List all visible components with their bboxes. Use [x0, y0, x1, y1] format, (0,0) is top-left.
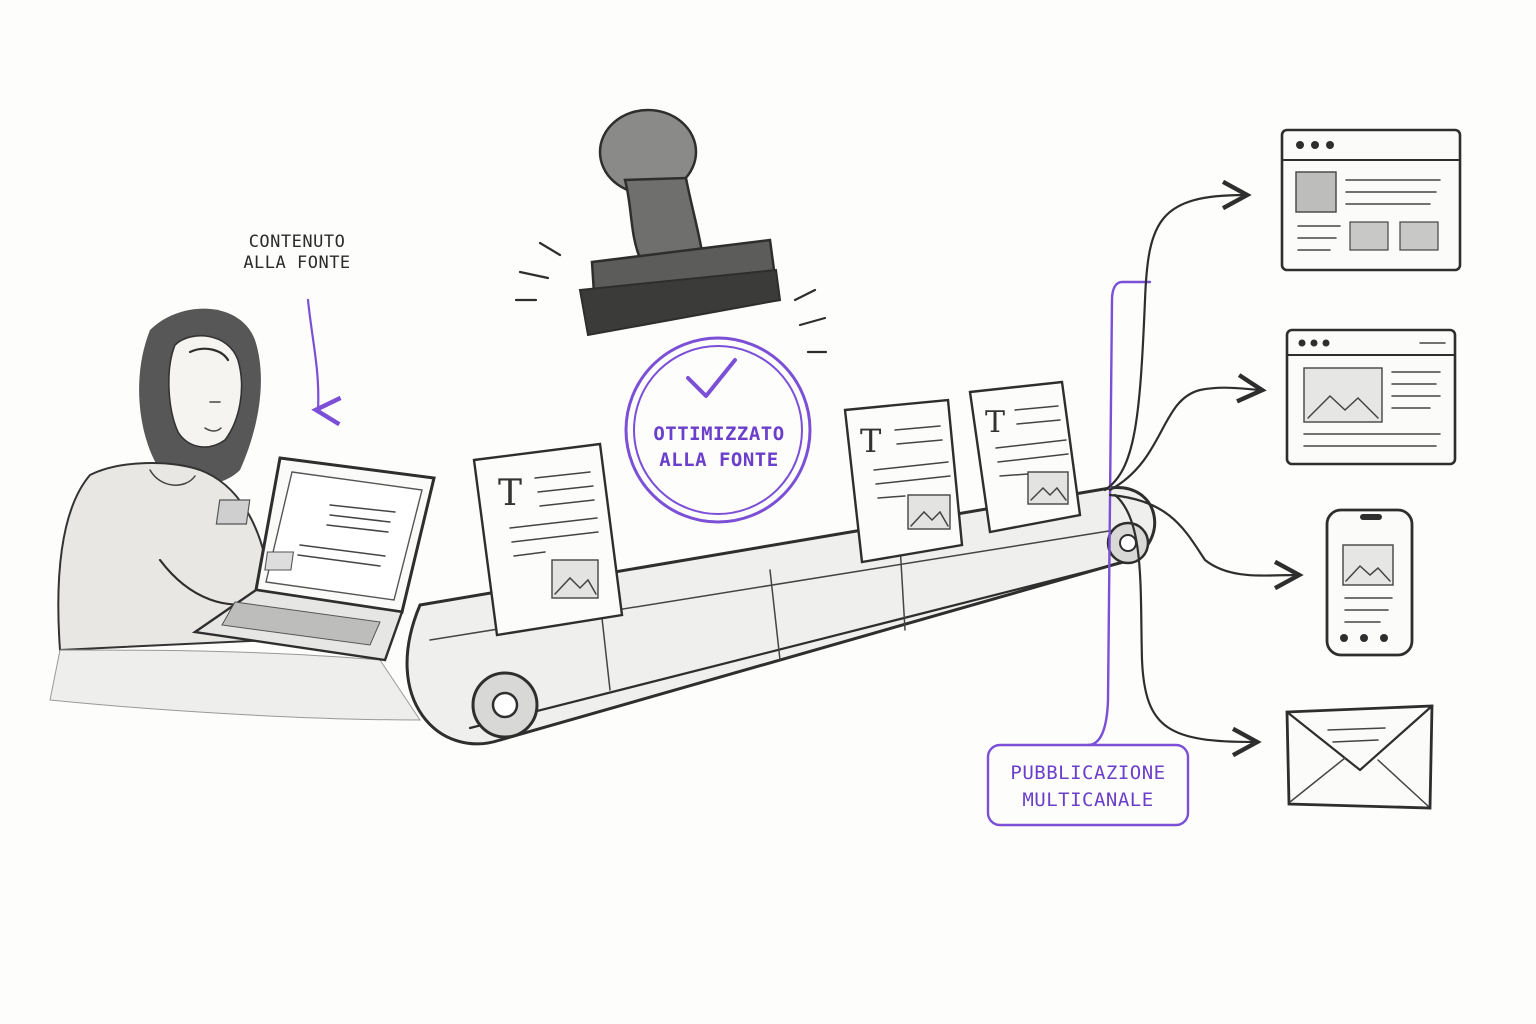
- laptop: [191, 456, 436, 662]
- optimized-seal-label: OTTIMIZZATO ALLA FONTE: [630, 422, 808, 473]
- seal-label-line2: ALLA FONTE: [659, 448, 779, 471]
- publish-label-line2: MULTICANALE: [1022, 788, 1154, 811]
- rubber-stamp-icon: [514, 108, 828, 354]
- conveyor-belt: [405, 486, 1157, 746]
- publish-label-line1: PUBBLICAZIONE: [1010, 762, 1166, 784]
- check-icon: [686, 358, 737, 398]
- source-label-line2: ALLA FONTE: [243, 253, 351, 274]
- source-content-label: CONTENUTO ALLA FONTE: [222, 232, 372, 275]
- distribution-bracket: [986, 280, 1190, 827]
- document-3: T: [968, 380, 1082, 534]
- document-1: T: [472, 442, 624, 637]
- svg-text:T: T: [860, 422, 882, 460]
- source-arrow: [306, 298, 318, 410]
- envelope-icon: [1285, 704, 1434, 810]
- multichannel-label: PUBBLICAZIONE MULTICANALE: [988, 760, 1188, 813]
- publish-label-box: [986, 743, 1190, 827]
- browser-window-icon-1: [1280, 128, 1462, 272]
- smartphone-icon: [1325, 508, 1414, 657]
- svg-text:T: T: [985, 405, 1005, 440]
- source-label-line1: CONTENUTO: [248, 232, 346, 252]
- person-figure: [49, 308, 421, 721]
- browser-window-icon-2: [1285, 328, 1457, 466]
- seal-label-line1: OTTIMIZZATO: [653, 423, 785, 445]
- svg-text:T: T: [498, 473, 522, 514]
- output-arrows: [1103, 195, 1297, 742]
- stamp-seal: [624, 336, 812, 524]
- document-2: T: [843, 398, 964, 564]
